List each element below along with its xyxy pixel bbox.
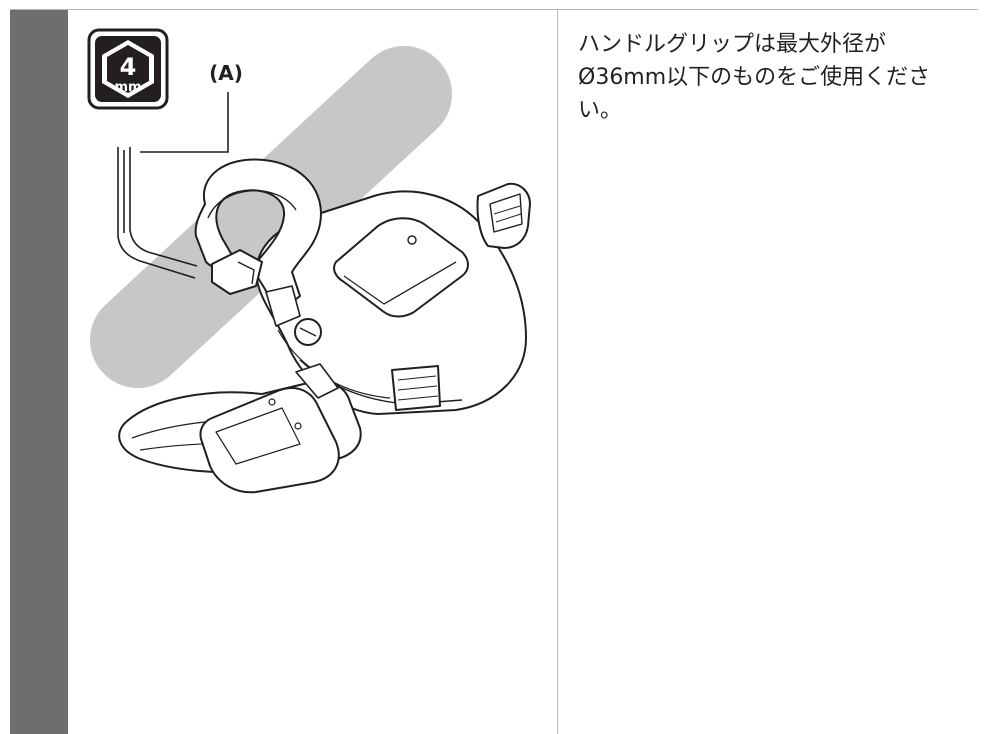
hex-key-badge-icon: 4 mm — [87, 28, 169, 110]
grip-diameter-note: ハンドルグリップは最大外径がØ36mm以下のものをご使用ください。 — [578, 32, 931, 123]
side-bar — [10, 10, 68, 734]
main-lever — [199, 363, 340, 494]
handlebar-shape — [90, 46, 452, 388]
shifter-illustration: 4 mm (A) — [87, 28, 531, 494]
hex-key-icon — [117, 147, 198, 279]
top-rule — [10, 9, 978, 10]
callout-leader-line — [140, 92, 229, 153]
badge-size-unit: mm — [114, 80, 141, 95]
badge-size-value: 4 — [120, 53, 137, 81]
column-divider — [557, 10, 558, 734]
shifter-body — [194, 158, 531, 415]
callout-label-a: (A) — [209, 61, 243, 85]
